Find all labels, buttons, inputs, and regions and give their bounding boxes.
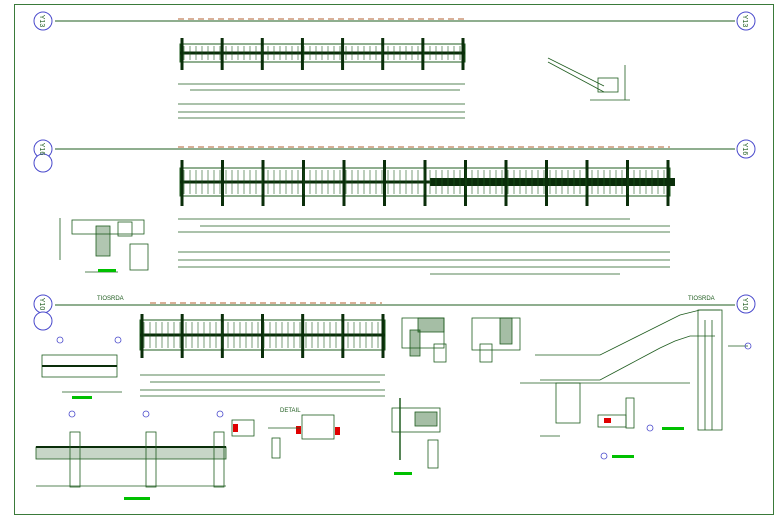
axis-label: Y16 [741, 143, 748, 156]
stair-landing-detail-center [231, 414, 340, 459]
foundation-beam-detail [35, 410, 227, 500]
beam-elevation-row2 [179, 160, 675, 206]
beam-elevation-row1 [179, 38, 466, 70]
rebar-schedule-row3 [140, 374, 385, 397]
axis-marker-y16-right: Y16 [736, 139, 756, 159]
axis-marker-y16-left: Y16 [33, 139, 53, 173]
section-title-left: TIOSRDA [97, 296, 124, 302]
section-title-right: TIOSRDA [688, 296, 715, 302]
column-section-row2 [59, 218, 149, 273]
axis-label: Y16 [38, 143, 45, 156]
axis-label: Y10 [38, 298, 45, 311]
axis-row-y16 [55, 146, 735, 150]
beam-elevation-row3 [139, 314, 386, 358]
axis-marker-y13-right: Y13 [736, 11, 756, 31]
center-detail-title: DETAIL [280, 408, 301, 414]
beam-detail-left [41, 336, 122, 399]
axis-marker-y13-left: Y13 [33, 11, 53, 31]
stair-detail-row1 [547, 57, 630, 101]
axis-row-y13 [55, 18, 735, 22]
axis-row-y10 [55, 302, 735, 306]
column-sections-mid [391, 317, 521, 475]
rebar-schedule-row2 [178, 218, 670, 275]
axis-label: Y13 [741, 15, 748, 28]
axis-marker-y10-left: Y10 [33, 294, 53, 331]
rebar-schedule-row1 [178, 83, 465, 119]
axis-marker-y10-right: Y10 [736, 294, 756, 314]
axis-label: Y10 [741, 298, 748, 311]
axis-label: Y13 [38, 15, 45, 28]
stair-section-right [520, 309, 752, 460]
sheet-border [14, 4, 774, 515]
